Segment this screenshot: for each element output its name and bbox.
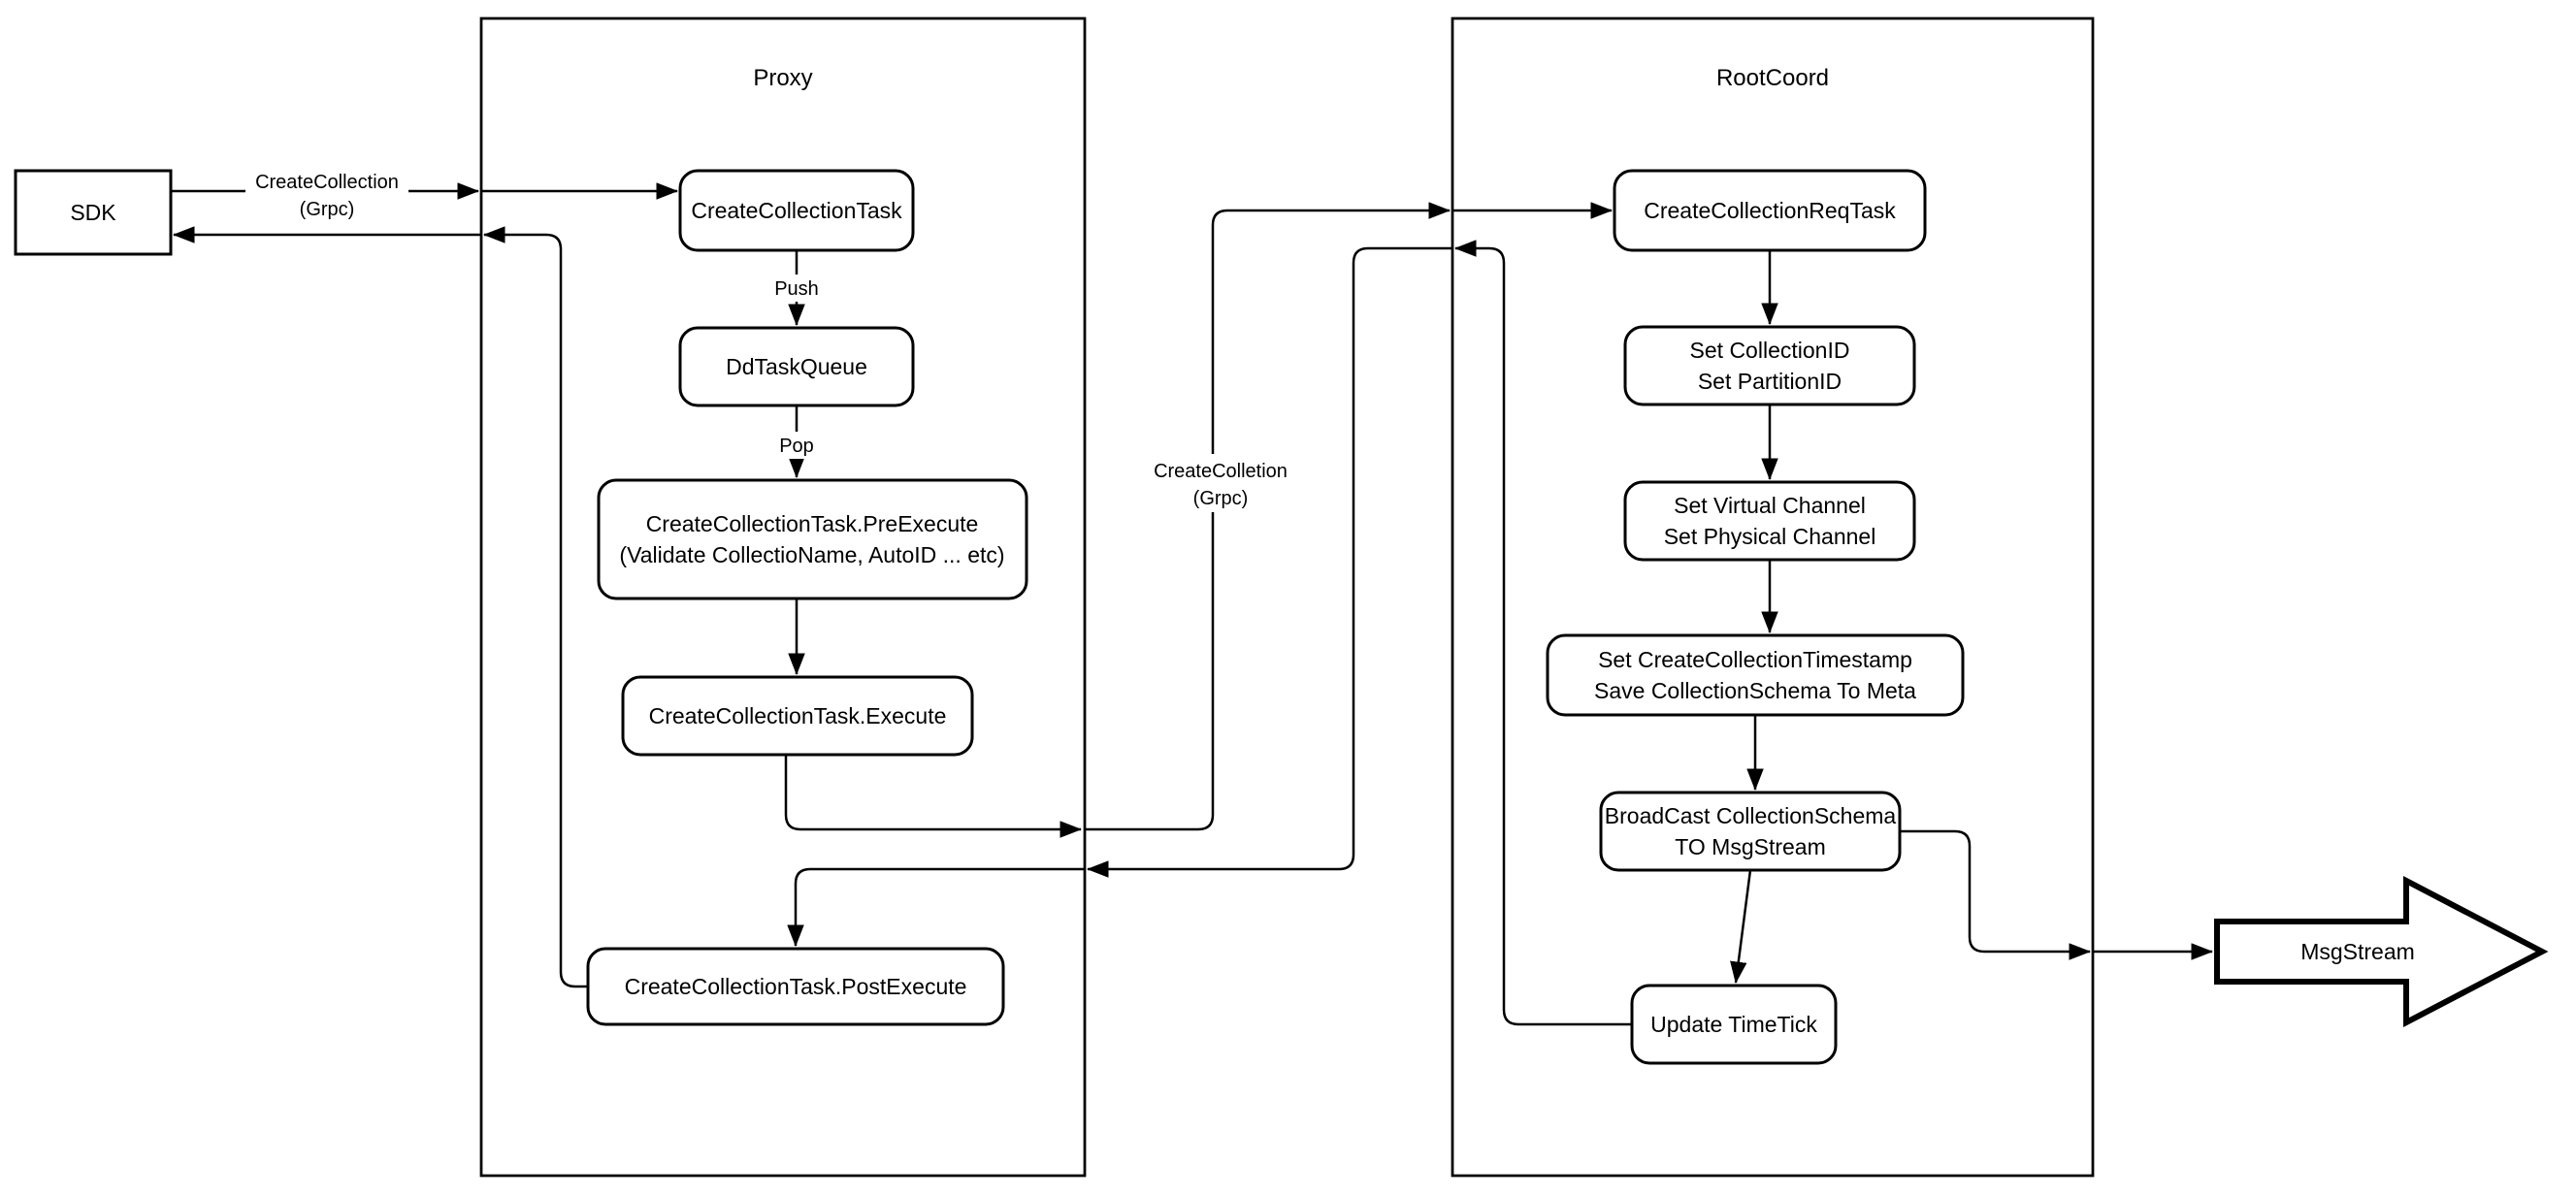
- node-broadcast-line1: BroadCast CollectionSchema: [1605, 803, 1897, 828]
- edge-rootcoord-border-to-proxy-border: [1087, 246, 1452, 878]
- edge-updatetimetick-to-rootcoord-border: [1454, 240, 1632, 1026]
- edges: [171, 182, 2213, 1026]
- proxy-title: Proxy: [753, 65, 812, 91]
- node-execute-label: CreateCollectionTask.Execute: [649, 703, 947, 728]
- msgstream-label: MsgStream: [2300, 939, 2415, 964]
- node-setchannels: [1623, 480, 1916, 562]
- node-reqtask: [1613, 169, 1927, 252]
- proxy-grpc-label-bg: [1139, 454, 1302, 512]
- node-createcollectiontask: [678, 169, 915, 252]
- node-createcollectiontask-label: CreateCollectionTask: [691, 198, 902, 223]
- pop-label: Pop: [779, 436, 814, 457]
- node-sdk-label: SDK: [70, 200, 116, 225]
- node-settimestamp-line2: Save CollectionSchema To Meta: [1594, 678, 1916, 703]
- push-label: Push: [774, 278, 819, 300]
- node-broadcast: [1599, 791, 1902, 872]
- node-ddtaskqueue-label: DdTaskQueue: [726, 354, 867, 379]
- node-preexecute: [597, 478, 1028, 600]
- node-settimestamp-line1: Set CreateCollectionTimestamp: [1598, 647, 1912, 672]
- sdk-grpc-label-line2: (Grpc): [300, 199, 355, 220]
- node-setids: [1623, 325, 1916, 406]
- proxy-container: [479, 16, 1087, 1178]
- edge-proxy-border-to-rootcoord-border: [1084, 202, 1451, 831]
- edge-proxy-border-to-postexecute: [787, 867, 1085, 947]
- edge-labels: CreateCollection (Grpc) Push Pop CreateC…: [245, 167, 1302, 512]
- node-preexecute-line2: (Validate CollectioName, AutoID ... etc): [619, 542, 1004, 567]
- edge-postexecute-to-proxy-border: [483, 226, 588, 988]
- sdk-grpc-label-bg: [245, 167, 408, 223]
- node-setids-line1: Set CollectionID: [1690, 338, 1850, 363]
- node-sdk: [14, 169, 173, 256]
- node-postexecute: [586, 947, 1005, 1026]
- node-execute: [621, 675, 974, 757]
- msgstream-arrow-shape: [2214, 876, 2549, 1027]
- edge-broadcast-to-updatetimetick: [1730, 869, 1752, 984]
- edge-broadcast-to-rootcoord-border: [1900, 829, 2091, 960]
- proxy-grpc-label-line1: CreateColletion: [1154, 461, 1288, 482]
- containers: Proxy RootCoord: [479, 16, 2095, 1178]
- push-label-bg: [767, 275, 826, 302]
- node-updatetimetick: [1630, 984, 1838, 1065]
- node-broadcast-line2: TO MsgStream: [1675, 834, 1826, 859]
- node-preexecute-line1: CreateCollectionTask.PreExecute: [646, 511, 979, 536]
- node-updatetimetick-label: Update TimeTick: [1650, 1012, 1817, 1037]
- nodes: SDK CreateCollectionTask DdTaskQueue Cre…: [14, 169, 2549, 1065]
- node-reqtask-label: CreateCollectionReqTask: [1644, 198, 1896, 223]
- pop-label-bg: [772, 432, 821, 459]
- node-setchannels-line2: Set Physical Channel: [1664, 524, 1876, 549]
- sdk-grpc-label-line1: CreateCollection: [255, 172, 399, 193]
- node-postexecute-label: CreateCollectionTask.PostExecute: [625, 974, 967, 999]
- node-ddtaskqueue: [678, 326, 915, 407]
- node-settimestamp: [1546, 633, 1965, 717]
- rootcoord-title: RootCoord: [1716, 65, 1829, 91]
- edge-execute-to-proxy-border: [784, 755, 1082, 838]
- rootcoord-container: [1451, 16, 2095, 1178]
- proxy-grpc-label-line2: (Grpc): [1193, 488, 1249, 509]
- node-setchannels-line1: Set Virtual Channel: [1674, 493, 1866, 518]
- node-setids-line2: Set PartitionID: [1698, 369, 1842, 394]
